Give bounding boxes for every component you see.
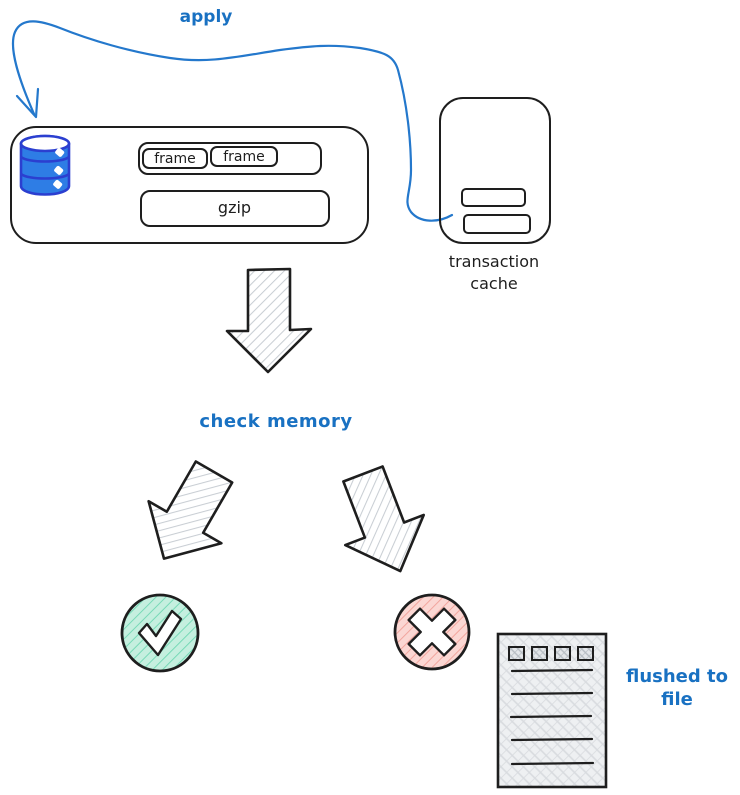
memtable-container — [10, 126, 369, 244]
transaction-cache-box — [439, 97, 551, 244]
cache-slot-1 — [461, 188, 526, 207]
flushed-to-file-label: flushed to file — [612, 665, 740, 712]
apply-label: apply — [179, 7, 233, 27]
frame-box-1: frame — [142, 148, 208, 169]
cache-slot-2 — [463, 214, 531, 234]
x-icon — [393, 593, 471, 671]
flushed-to-file-label-line1: flushed to — [625, 666, 728, 687]
frame-group-box — [138, 142, 322, 175]
document-icon — [496, 632, 608, 789]
transaction-cache-label-line2: cache — [470, 273, 518, 293]
transaction-cache-label: transaction cache — [424, 251, 564, 294]
check-memory-label: check memory — [199, 411, 353, 432]
check-icon — [120, 593, 200, 673]
transaction-cache-label-line1: transaction — [448, 252, 540, 271]
gzip-label: gzip — [217, 198, 252, 217]
down-right-arrow-icon — [342, 465, 426, 573]
apply-arrow — [11, 20, 454, 222]
frame-label-2: frame — [223, 148, 265, 165]
down-left-arrow-icon — [147, 460, 234, 560]
frame-box-2: frame — [210, 146, 278, 167]
frame-label-1: frame — [154, 150, 196, 167]
flushed-to-file-label-line2: file — [661, 689, 693, 711]
apply-arrowhead — [15, 87, 40, 119]
down-arrow-icon — [225, 267, 313, 374]
database-icon — [19, 134, 71, 196]
gzip-box — [140, 190, 330, 227]
